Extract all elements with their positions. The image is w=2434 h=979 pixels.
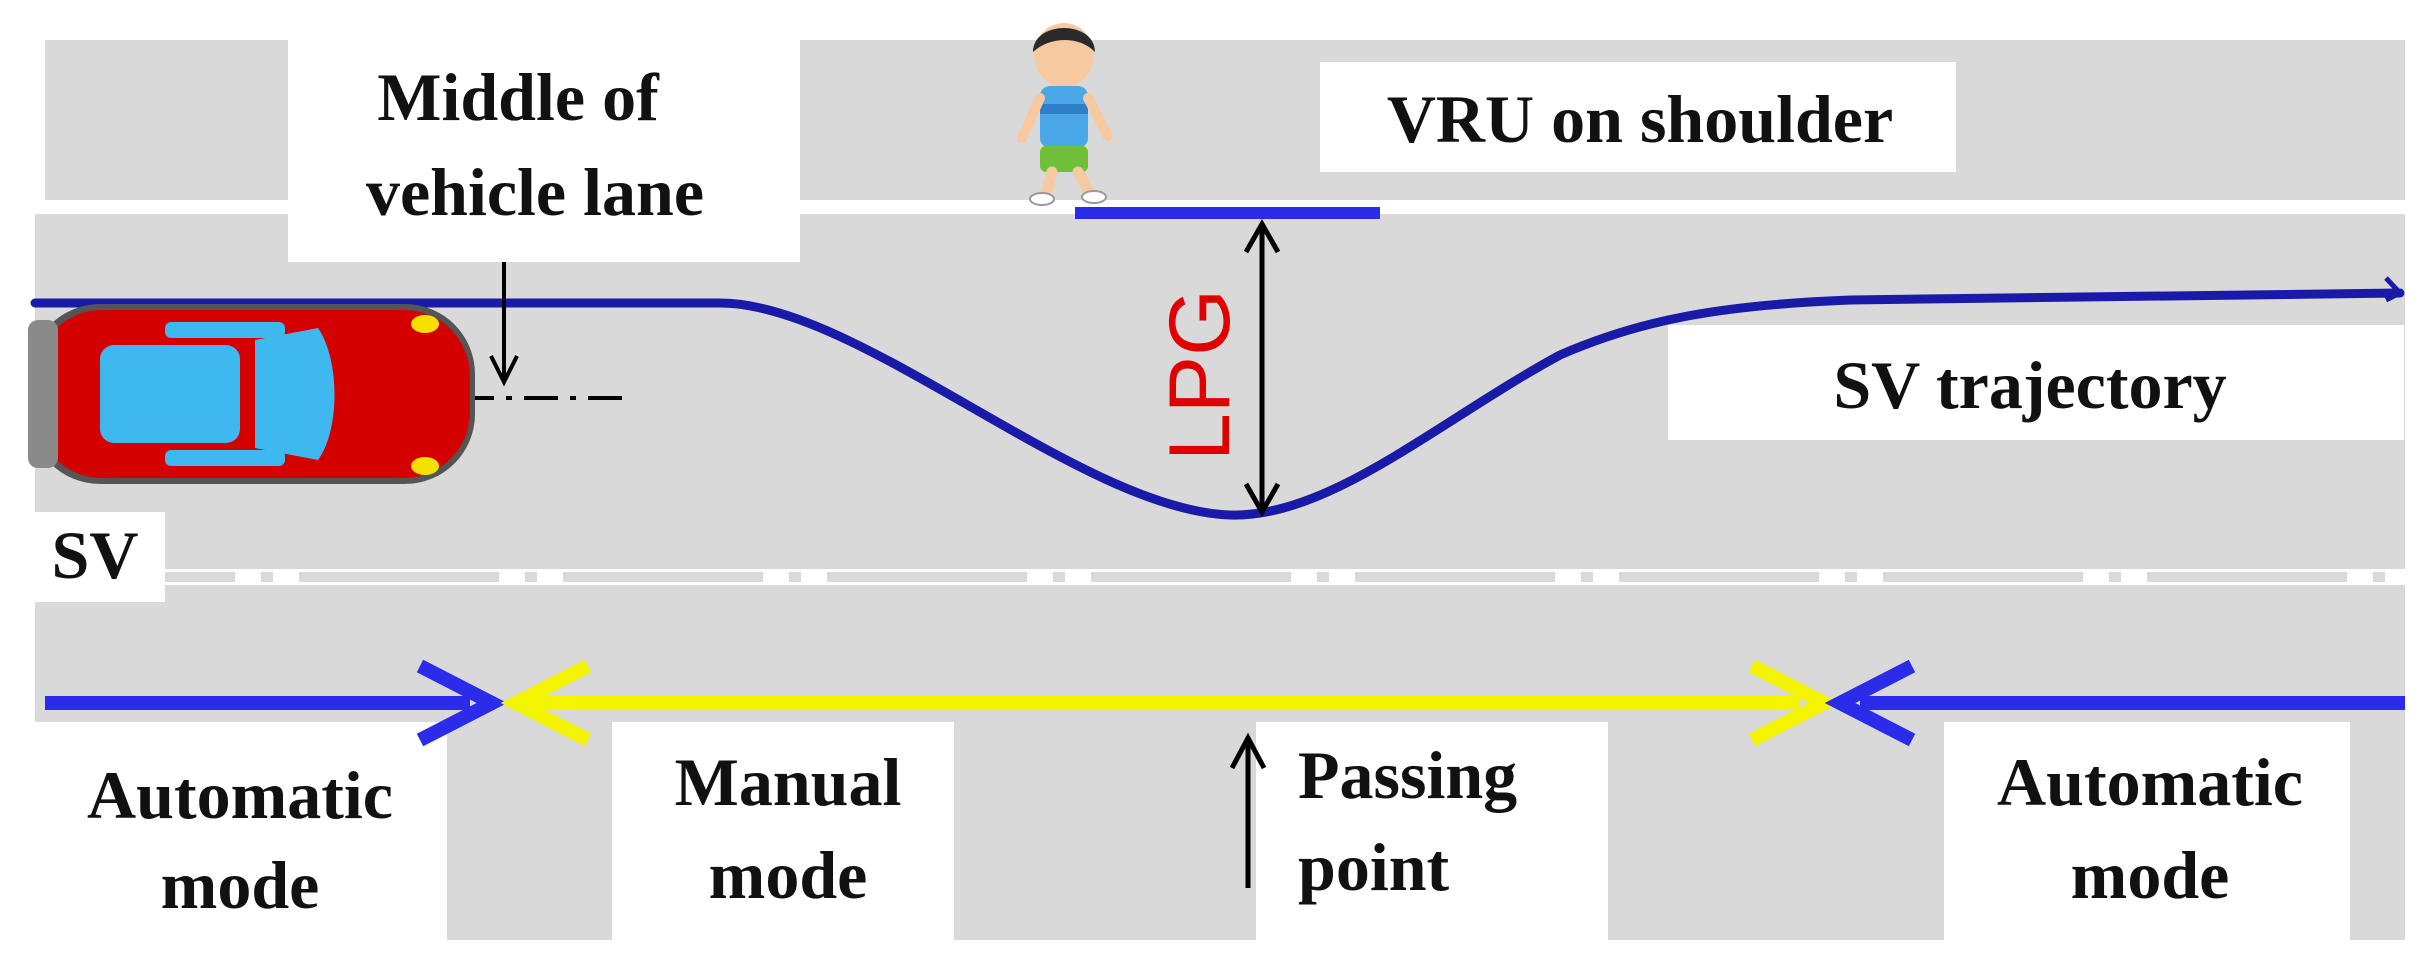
automatic-right-label-box bbox=[1944, 722, 2350, 940]
middle-lane-label-line2: vehicle lane bbox=[366, 154, 704, 230]
passing-point-label-line2: point bbox=[1298, 829, 1450, 905]
automatic-right-label-line1: Automatic bbox=[1997, 744, 2303, 820]
red-car-icon bbox=[28, 304, 475, 484]
manual-mode-left-arrowhead bbox=[500, 659, 592, 747]
middle-lane-label-box bbox=[288, 40, 800, 262]
manual-mode-right-arrowhead bbox=[1748, 659, 1840, 747]
manual-label-line1: Manual bbox=[675, 744, 902, 820]
manual-label-line2: mode bbox=[709, 837, 868, 913]
automatic-left-label-box bbox=[35, 722, 447, 940]
automatic-mode-left-arrowhead bbox=[416, 659, 508, 747]
manual-label-box bbox=[612, 722, 954, 940]
sv-trajectory-line bbox=[30, 288, 2405, 520]
lpg-label: LPG bbox=[1152, 289, 1248, 461]
middle-lane-pointer bbox=[460, 262, 625, 400]
automatic-mode-right-arrowhead bbox=[1824, 659, 1916, 747]
middle-lane-label-line1: Middle of bbox=[377, 59, 660, 135]
passing-point-label-line1: Passing bbox=[1298, 737, 1517, 813]
sv-label-box bbox=[35, 512, 165, 602]
sv-trajectory-label: SV trajectory bbox=[1833, 347, 2226, 423]
sv-trajectory-label-box bbox=[1668, 325, 2404, 440]
lpg-double-arrow bbox=[1243, 218, 1281, 518]
passing-point-label-box bbox=[1256, 722, 1608, 940]
sv-label: SV bbox=[52, 517, 139, 593]
vru-label-box bbox=[1320, 62, 1956, 172]
automatic-left-label-line1: Automatic bbox=[87, 757, 393, 833]
automatic-left-label-line2: mode bbox=[161, 847, 320, 923]
automatic-right-label-line2: mode bbox=[2071, 837, 2230, 913]
pedestrian-child-icon bbox=[1017, 23, 1113, 206]
passing-point-arrow bbox=[1229, 732, 1267, 888]
sv-trajectory-end-tick bbox=[2384, 276, 2405, 303]
vru-label: VRU on shoulder bbox=[1387, 81, 1893, 157]
